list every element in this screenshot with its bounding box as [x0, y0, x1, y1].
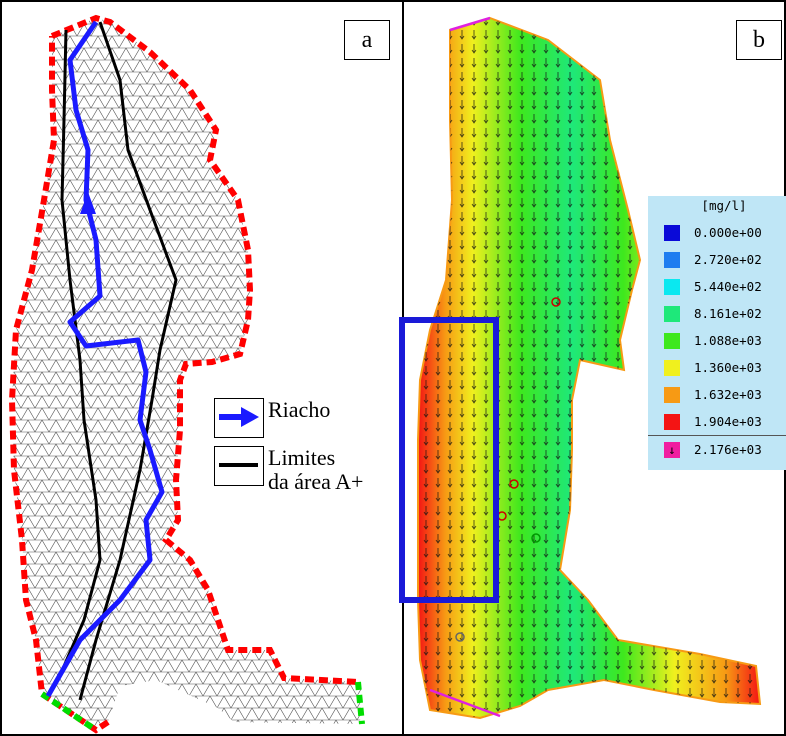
legend-value: 1.632e+03 — [694, 387, 762, 402]
color-swatch — [664, 224, 680, 241]
area-limit-right — [78, 21, 178, 701]
panel-b-colorbar-legend: [mg/l] 0.000e+00 2.720e+02 5.440e+02 8.161e… — [648, 196, 786, 470]
highlight-box — [399, 317, 499, 603]
legend-stream-label: Riacho — [268, 397, 331, 422]
legend-item: 1.904e+03 — [648, 408, 786, 435]
legend-limits-line2: da área A+ — [268, 469, 364, 494]
legend-item: 1.632e+03 — [648, 381, 786, 408]
legend-item: 0.000e+00 — [648, 219, 786, 246]
legend-item: 2.720e+02 — [648, 246, 786, 273]
color-swatch — [664, 386, 680, 403]
color-swatch — [664, 332, 680, 349]
legend-value: 1.904e+03 — [694, 414, 762, 429]
color-swatch — [664, 359, 680, 376]
panel-a-label: a — [344, 20, 390, 60]
legend-item: 1.360e+03 — [648, 354, 786, 381]
legend-row-stream: Riacho — [214, 398, 363, 438]
legend-row-limits: Limites da área A+ — [214, 446, 363, 494]
legend-value: 2.176e+03 — [694, 442, 762, 457]
legend-item: 5.440e+02 — [648, 273, 786, 300]
legend-value: 8.161e+02 — [694, 306, 762, 321]
area-limit-left — [56, 29, 102, 681]
legend-item: 1.088e+03 — [648, 327, 786, 354]
legend-value: 5.440e+02 — [694, 279, 762, 294]
panel-b-label: b — [736, 20, 782, 60]
stream-arrow-icon — [80, 192, 96, 214]
limits-legend-icon — [214, 446, 264, 486]
legend-value: 2.720e+02 — [694, 252, 762, 267]
color-swatch — [664, 251, 680, 268]
outflow-boundary — [449, 16, 491, 32]
color-swatch — [664, 305, 680, 322]
inflow-boundary-left — [40, 691, 98, 733]
stream-path — [45, 20, 165, 698]
color-swatch — [664, 278, 680, 295]
color-swatch — [664, 413, 680, 430]
legend-item: 8.161e+02 — [648, 300, 786, 327]
legend-items: 0.000e+00 2.720e+02 5.440e+02 8.161e+02 1.08… — [648, 219, 786, 463]
inflow-boundary-right — [355, 681, 365, 725]
stream-legend-icon — [214, 398, 264, 438]
panel-b-plume — [417, 16, 762, 720]
legend-unit: [mg/l] — [701, 198, 747, 213]
panel-a-mesh — [8, 14, 365, 734]
inflow-boundary — [429, 688, 501, 718]
legend-value: 1.088e+03 — [694, 333, 762, 348]
velocity-arrow-icon: ↓ — [664, 441, 680, 458]
legend-limits-line1: Limites — [268, 445, 336, 470]
legend-item: ↓ 2.176e+03 — [648, 435, 786, 463]
mesh-boundary — [50, 14, 359, 685]
panel-a-legend: Riacho Limites da área A+ — [214, 398, 363, 502]
legend-value: 1.360e+03 — [694, 360, 762, 375]
legend-value: 0.000e+00 — [694, 225, 762, 240]
